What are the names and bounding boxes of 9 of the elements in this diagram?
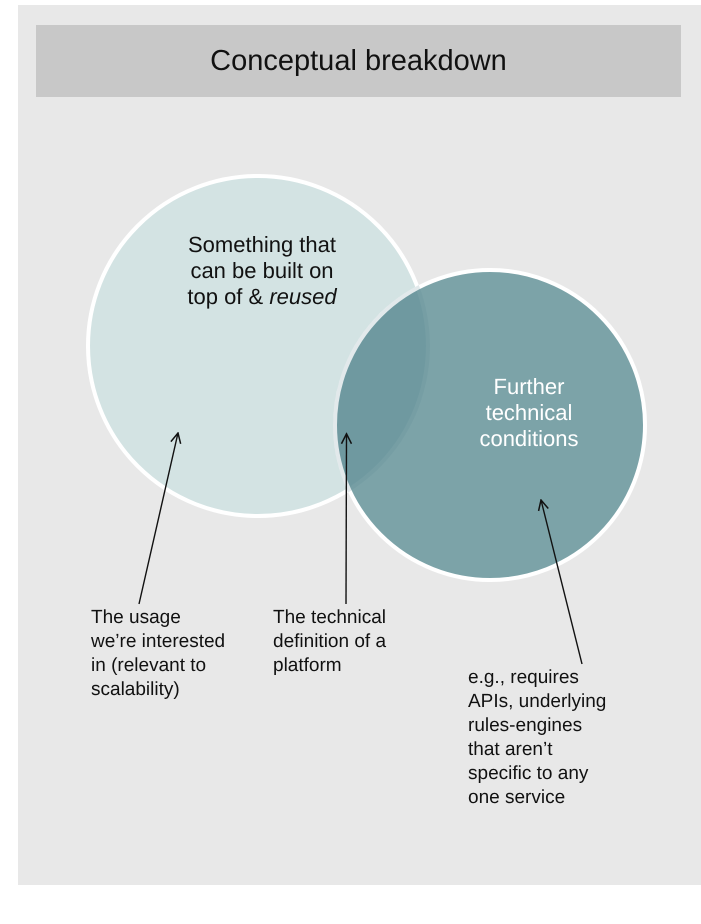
circle-label: Further technical conditions: [478, 374, 580, 452]
annotation-text: e.g., requires APIs, underlying rules-engines that aren’t specific to any one service: [468, 666, 608, 810]
title-banner: Conceptual breakdown: [36, 25, 681, 97]
leader-arrow: [538, 499, 583, 664]
circle-label: Something that can be built on top of & reused: [186, 232, 338, 310]
leader-arrow: [138, 432, 182, 604]
annotation-text: The technical definition of a platform: [273, 606, 388, 678]
annotation-text: The usage we’re interested in (relevant to scalability): [91, 606, 226, 702]
leader-arrow: [340, 433, 352, 604]
